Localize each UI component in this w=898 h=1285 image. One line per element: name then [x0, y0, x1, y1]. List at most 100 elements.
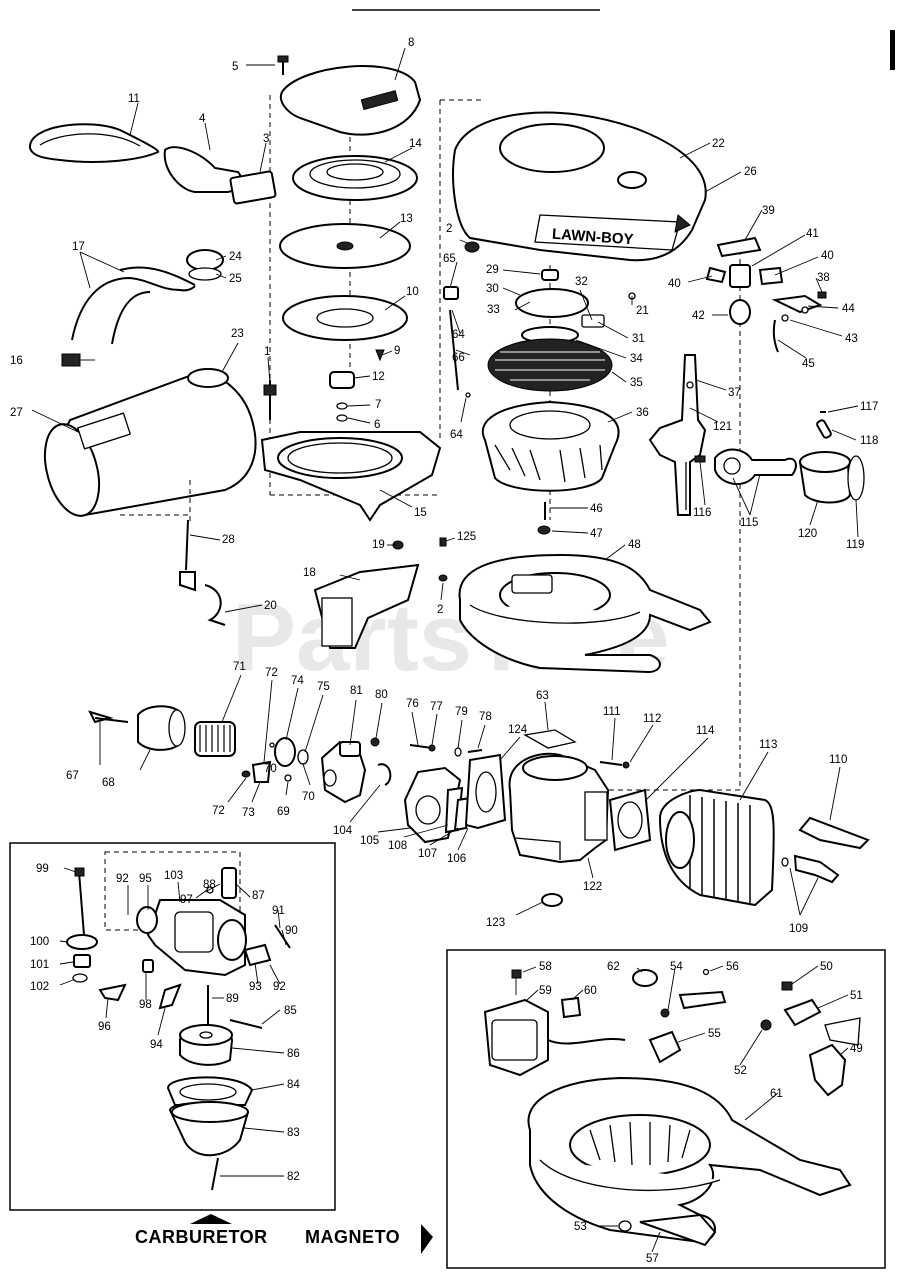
air-filter-stack [260, 55, 442, 522]
part-label-5: 5 [232, 61, 238, 73]
part-label-72-upper: 72 [265, 667, 278, 679]
part-label-2-lower: 2 [437, 604, 443, 616]
part-label-95: 95 [139, 873, 152, 885]
air-filter-nut [329, 371, 355, 389]
part-label-8: 8 [408, 37, 414, 49]
part-label-104: 104 [333, 825, 353, 837]
part-label-19: 19 [372, 539, 385, 551]
fuel-filler-neck [187, 368, 229, 388]
condenser [783, 998, 822, 1027]
governor-spring [729, 299, 751, 325]
part-label-113: 113 [759, 739, 777, 751]
part-label-120: 120 [798, 528, 817, 540]
part-label-3: 3 [263, 133, 269, 145]
fuel-cap [186, 249, 224, 271]
part-label-56: 56 [726, 961, 739, 973]
part-label-108: 108 [388, 840, 407, 852]
part-label-83: 83 [287, 1127, 300, 1139]
fuel-tank-group [43, 249, 257, 626]
starter-handle-group [28, 123, 277, 205]
part-label-107: 107 [418, 848, 437, 860]
part-label-26: 26 [744, 166, 757, 178]
part-label-101: 101 [30, 959, 49, 971]
part-label-36: 36 [636, 407, 649, 419]
part-label-68: 68 [102, 777, 115, 789]
part-label-92-lower: 92 [273, 981, 286, 993]
part-label-80: 80 [375, 689, 388, 701]
part-label-22: 22 [712, 138, 725, 150]
part-label-30: 30 [486, 283, 499, 295]
crankcase-base-group [313, 537, 712, 674]
part-label-29: 29 [486, 264, 499, 276]
part-label-82: 82 [287, 1171, 300, 1183]
part-label-18: 18 [303, 567, 316, 579]
part-label-121: 121 [713, 421, 732, 433]
part-label-43: 43 [845, 333, 858, 345]
part-label-119: 119 [846, 539, 864, 551]
part-label-64-upper: 64 [452, 329, 465, 341]
part-label-40-left: 40 [668, 278, 681, 290]
part-label-52: 52 [734, 1065, 747, 1077]
part-label-49: 49 [850, 1043, 863, 1055]
part-label-34: 34 [630, 353, 643, 365]
flywheel-group [443, 241, 636, 535]
part-label-64-lower: 64 [450, 429, 463, 441]
part-label-117: 117 [860, 401, 878, 413]
part-label-90: 90 [285, 925, 298, 937]
part-label-100: 100 [30, 936, 49, 948]
part-label-112: 112 [643, 713, 661, 725]
part-label-118: 118 [860, 435, 878, 447]
crankcase [508, 752, 610, 864]
cover-latch [360, 90, 399, 111]
air-filter-cover [280, 65, 422, 136]
part-label-41: 41 [806, 228, 819, 240]
part-label-89: 89 [226, 993, 239, 1005]
part-label-115: 115 [740, 517, 758, 529]
part-label-59: 59 [539, 985, 552, 997]
part-label-7: 7 [375, 399, 381, 411]
magneto-pointer-icon [421, 1224, 433, 1254]
part-label-31: 31 [632, 333, 645, 345]
part-label-72-lower: 72 [212, 805, 225, 817]
part-label-9: 9 [394, 345, 400, 357]
flywheel-screen [487, 338, 613, 392]
part-label-105: 105 [360, 835, 379, 847]
part-label-37: 37 [728, 387, 741, 399]
part-label-28: 28 [222, 534, 235, 546]
part-label-25: 25 [229, 273, 242, 285]
part-label-24: 24 [229, 251, 242, 263]
part-label-44: 44 [842, 303, 855, 315]
part-label-12: 12 [372, 371, 385, 383]
part-label-123: 123 [486, 917, 505, 929]
part-label-73: 73 [242, 807, 255, 819]
cylinder-group [508, 729, 870, 907]
part-label-27: 27 [10, 407, 23, 419]
carburetor-inset [9, 842, 336, 1211]
part-label-70-left: 70 [264, 763, 277, 775]
part-label-102: 102 [30, 981, 49, 993]
part-label-32: 32 [575, 276, 588, 288]
part-label-71: 71 [233, 661, 246, 673]
part-label-124: 124 [508, 724, 528, 736]
part-label-74: 74 [291, 675, 304, 687]
part-label-53: 53 [574, 1221, 587, 1233]
part-label-58: 58 [539, 961, 552, 973]
part-label-45: 45 [802, 358, 815, 370]
part-label-65: 65 [443, 253, 456, 265]
part-label-33: 33 [487, 304, 500, 316]
part-label-79: 79 [455, 706, 468, 718]
brand-plate-text: LAWN-BOY [551, 226, 634, 249]
blower-housing-group: LAWN-BOY [439, 99, 707, 440]
part-label-35: 35 [630, 377, 643, 389]
tank-decal [76, 412, 132, 450]
crankshaft [648, 354, 707, 516]
part-label-50: 50 [820, 961, 833, 973]
part-label-84: 84 [287, 1079, 300, 1091]
part-label-111: 111 [603, 706, 620, 718]
part-label-61: 61 [770, 1088, 783, 1100]
part-label-13: 13 [400, 213, 413, 225]
part-label-98: 98 [139, 999, 152, 1011]
part-label-75: 75 [317, 681, 330, 693]
